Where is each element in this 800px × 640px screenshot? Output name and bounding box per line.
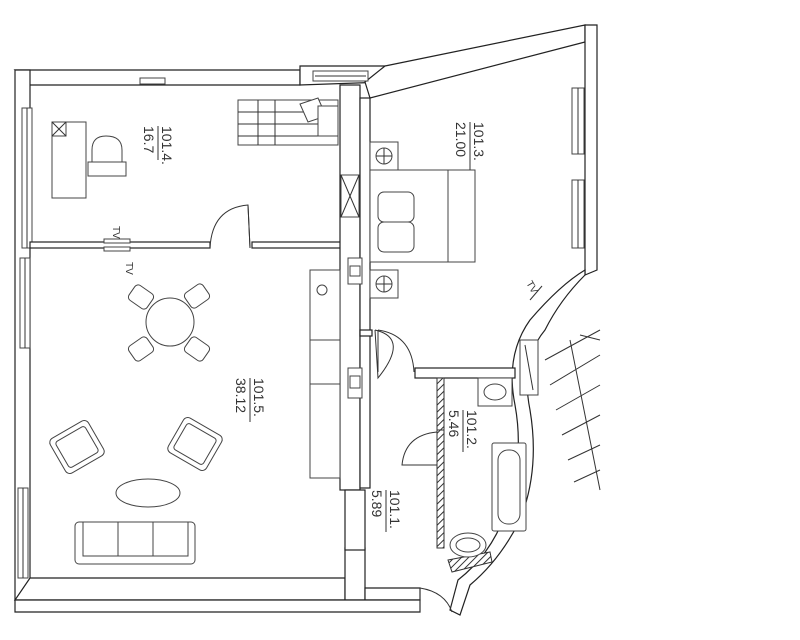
room-101-2-furniture	[449, 339, 539, 558]
room-number: 101.4.	[159, 126, 175, 165]
stairs	[544, 329, 601, 491]
doors	[209, 204, 453, 613]
windows	[17, 70, 585, 579]
tv-label: TV	[110, 226, 121, 239]
room-label-101-4: 101.4. 16.7	[141, 126, 175, 165]
room-number: 101.2.	[464, 410, 480, 449]
room-label-101-1: 101.1. 5.89	[369, 490, 403, 532]
room-area: 38.12	[233, 378, 249, 413]
room-area: 5.89	[369, 490, 385, 517]
room-area: 21.00	[453, 122, 469, 157]
room-101-5-furniture	[49, 269, 341, 565]
room-101-3-furniture	[369, 141, 476, 299]
room-area: 16.7	[141, 126, 157, 153]
room-label-101-2: 101.2. 5.46	[446, 410, 480, 452]
room-number: 101.5.	[251, 378, 267, 417]
tv-label: TV	[123, 262, 134, 275]
room-label-101-5: 101.5. 38.12	[233, 378, 267, 422]
room-label-101-3: 101.3. 21.00	[453, 122, 487, 170]
tv-label: TV	[523, 279, 539, 296]
wall-fixtures	[340, 174, 363, 399]
room-number: 101.1.	[387, 490, 403, 529]
room-number: 101.3.	[471, 122, 487, 161]
room-101-4-furniture	[51, 97, 339, 199]
room-area: 5.46	[446, 410, 462, 437]
